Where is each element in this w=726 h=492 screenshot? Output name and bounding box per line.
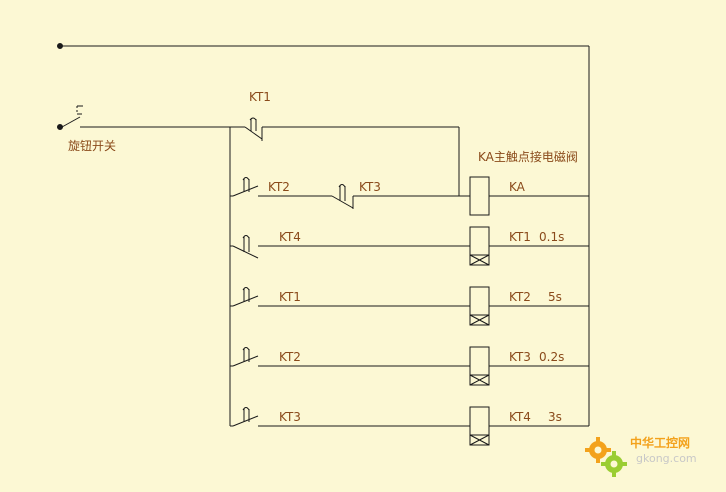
coil-time: 0.2s (539, 350, 565, 364)
row-kt1-coil (230, 226, 589, 266)
coil-time: 3s (548, 410, 562, 424)
contact-label: KT4 (279, 230, 301, 244)
contact-label: KT1 (249, 90, 271, 104)
row-kt2-coil (230, 286, 589, 326)
row-kt4-coil (230, 406, 589, 446)
contact-label: KT3 (359, 180, 381, 194)
contact-label: KT3 (279, 410, 301, 424)
coil-name: KT2 (509, 290, 531, 304)
rotary-switch (57, 105, 230, 130)
row-kt3-coil (230, 346, 589, 386)
coil-time: 5s (548, 290, 562, 304)
coil-name: KA (509, 180, 525, 194)
valve-label: KA主触点接电磁阀 (478, 150, 578, 164)
contact-label: KT1 (279, 290, 301, 304)
contact-kt1-nc (230, 117, 460, 196)
contact-label: KT2 (279, 350, 301, 364)
coil-time: 0.1s (539, 230, 565, 244)
coil-name: KT1 (509, 230, 531, 244)
switch-label: 旋钮开关 (68, 139, 117, 153)
coil-name: KT4 (509, 410, 531, 424)
gear-icon (585, 437, 627, 477)
watermark-title: 中华工控网 (630, 436, 691, 450)
row-ka (230, 176, 589, 216)
contact-label: KT2 (268, 180, 290, 194)
watermark-url: gkong.com (636, 452, 697, 465)
coil-name: KT3 (509, 350, 531, 364)
watermark: 中华工控网 gkong.com (582, 432, 712, 482)
